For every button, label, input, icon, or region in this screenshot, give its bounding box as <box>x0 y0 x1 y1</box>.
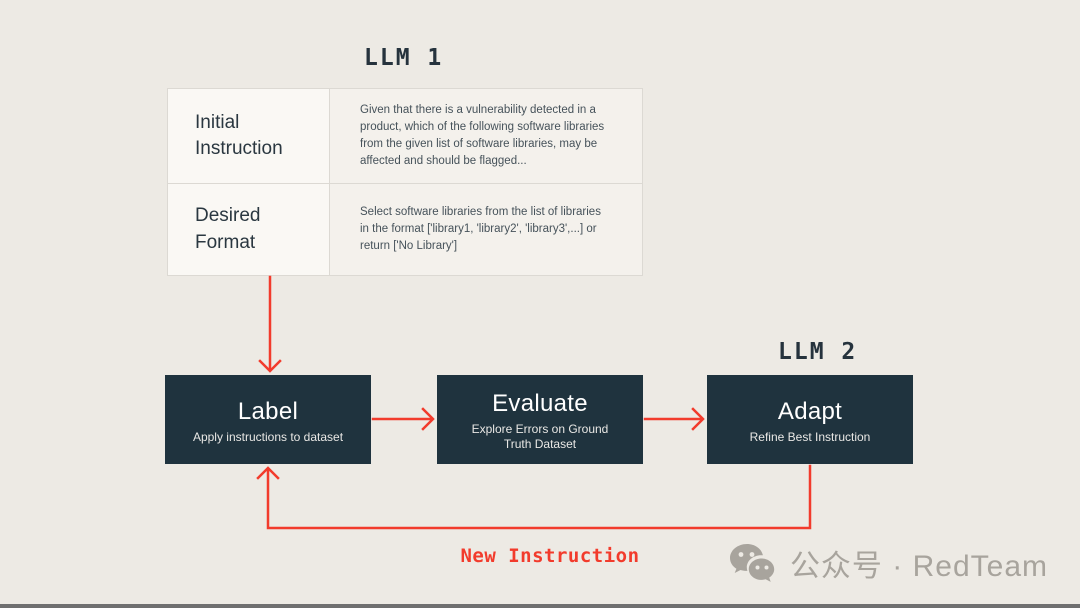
table-row-initial-instruction: Initial Instruction Given that there is … <box>168 89 642 183</box>
label-box-subtitle: Apply instructions to dataset <box>192 429 344 444</box>
arrow-label-to-evaluate <box>371 407 435 431</box>
adapt-box: Adapt Refine Best Instruction <box>707 375 913 464</box>
watermark: 公众号 · RedTeam <box>728 541 1048 585</box>
evaluate-box-subtitle: Explore Errors on Ground Truth Dataset <box>471 421 609 452</box>
evaluate-box: Evaluate Explore Errors on Ground Truth … <box>437 375 643 464</box>
label-box-title: Label <box>237 397 299 425</box>
label-box: Label Apply instructions to dataset <box>165 375 371 464</box>
row-text-initial-instruction: Given that there is a vulnerability dete… <box>330 89 642 183</box>
adapt-box-subtitle: Refine Best Instruction <box>749 429 871 444</box>
watermark-text: 公众号 · RedTeam <box>789 550 1048 583</box>
bottom-letterbox-bar <box>0 604 1080 608</box>
instruction-table: Initial Instruction Given that there is … <box>167 88 643 276</box>
arrow-evaluate-to-adapt <box>643 407 705 431</box>
row-label-desired-format: Desired Format <box>168 184 330 275</box>
row-label-initial-instruction: Initial Instruction <box>168 89 330 183</box>
feedback-loop-arrow <box>256 464 812 530</box>
llm1-title: LLM 1 <box>364 45 444 71</box>
llm2-title: LLM 2 <box>778 339 858 365</box>
wechat-icon <box>728 541 778 585</box>
evaluate-box-title: Evaluate <box>492 390 588 418</box>
table-row-desired-format: Desired Format Select software libraries… <box>168 183 642 275</box>
adapt-box-title: Adapt <box>777 397 843 425</box>
new-instruction-label: New Instruction <box>460 545 640 567</box>
row-text-desired-format: Select software libraries from the list … <box>330 184 642 275</box>
arrow-table-to-label <box>258 275 282 373</box>
